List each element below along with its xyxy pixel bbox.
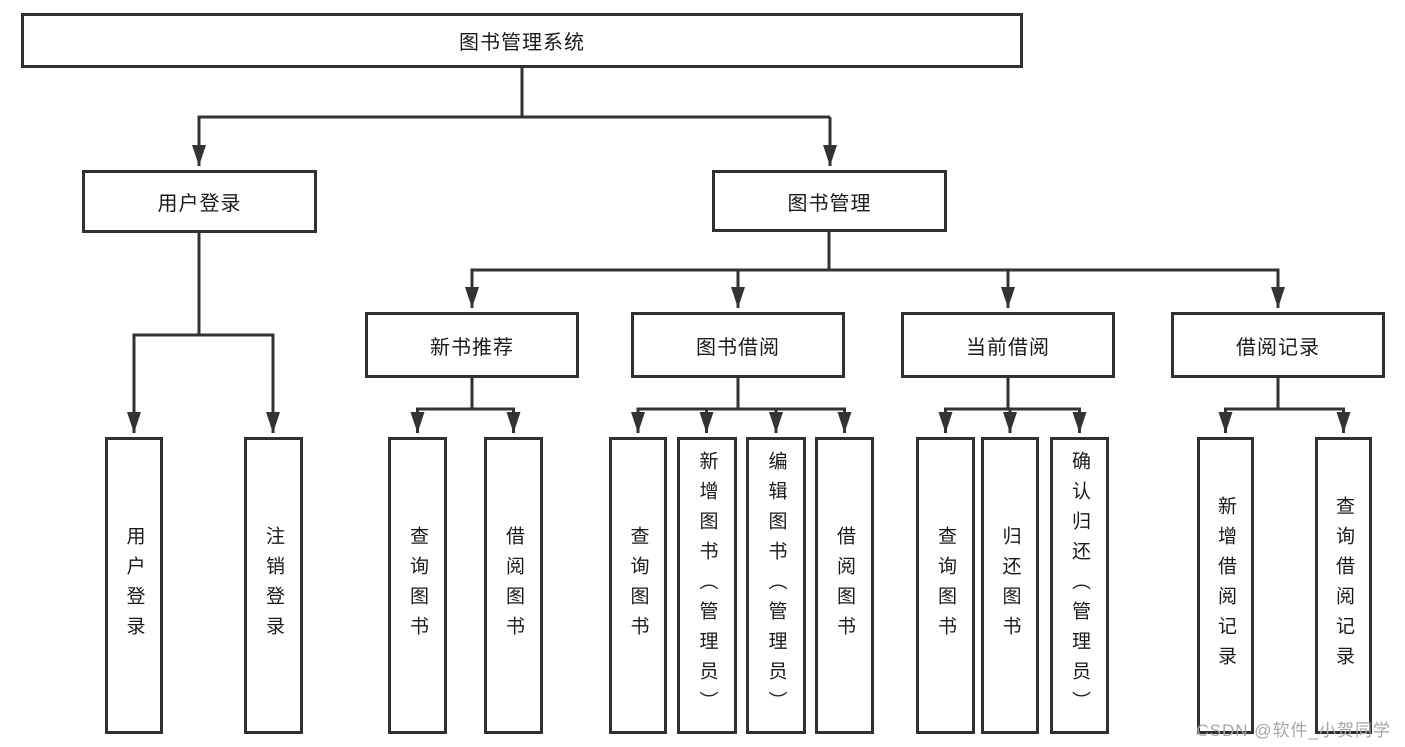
node-book-borrow: 图书借阅 xyxy=(631,312,845,378)
leaf-logout-label: 注销登录 xyxy=(263,525,284,646)
leaf-add-book-admin: 新增图书（管理员） xyxy=(677,437,737,734)
leaf-borrow-books-1: 借阅图书 xyxy=(484,437,543,734)
leaf-query-books-2-label: 查询图书 xyxy=(627,525,649,646)
node-user-login: 用户登录 xyxy=(82,170,317,233)
node-new-book-recommend-label: 新书推荐 xyxy=(430,336,514,359)
node-new-book-recommend: 新书推荐 xyxy=(365,312,579,378)
node-borrow-records-label: 借阅记录 xyxy=(1236,336,1320,359)
leaf-confirm-return-admin: 确认归还（管理员） xyxy=(1050,437,1109,734)
connector-book-borrow-split xyxy=(636,378,846,411)
leaf-return-book-label: 归还图书 xyxy=(999,525,1021,646)
leaf-user-login: 用户登录 xyxy=(105,437,163,734)
node-book-borrow-label: 图书借阅 xyxy=(696,336,780,359)
leaf-add-book-admin-label: 新增图书（管理员） xyxy=(696,450,718,721)
connector-root-split xyxy=(197,68,830,119)
leaf-return-book: 归还图书 xyxy=(981,437,1039,734)
leaf-borrow-books-2: 借阅图书 xyxy=(815,437,874,734)
node-current-borrow-label: 当前借阅 xyxy=(966,336,1050,359)
node-book-management: 图书管理 xyxy=(712,170,947,232)
leaf-user-login-label: 用户登录 xyxy=(123,525,145,646)
leaf-query-books-3-label: 查询图书 xyxy=(935,525,956,646)
node-root: 图书管理系统 xyxy=(21,13,1023,68)
leaf-query-borrow-record: 查询借阅记录 xyxy=(1315,437,1372,734)
leaf-query-books-1-label: 查询图书 xyxy=(407,525,428,646)
node-user-login-label: 用户登录 xyxy=(157,193,242,215)
node-book-management-label: 图书管理 xyxy=(787,192,872,215)
leaf-edit-book-admin: 编辑图书（管理员） xyxy=(746,437,806,734)
node-root-label: 图书管理系统 xyxy=(459,32,585,54)
node-borrow-records: 借阅记录 xyxy=(1171,312,1385,378)
connector-borrow-records-split xyxy=(1224,378,1345,411)
leaf-logout: 注销登录 xyxy=(244,437,303,734)
leaf-add-borrow-record: 新增借阅记录 xyxy=(1197,437,1254,734)
leaf-borrow-books-1-label: 借阅图书 xyxy=(503,525,524,646)
leaf-query-books-3: 查询图书 xyxy=(916,437,975,734)
csdn-watermark: CSDN @软件_小贺同学 xyxy=(1196,721,1391,740)
leaf-query-books-1: 查询图书 xyxy=(388,437,447,734)
leaf-borrow-books-2-label: 借阅图书 xyxy=(834,525,855,646)
leaf-edit-book-admin-label: 编辑图书（管理员） xyxy=(765,450,787,721)
connector-current-borrow-split xyxy=(944,378,1081,411)
leaf-confirm-return-admin-label: 确认归还（管理员） xyxy=(1069,450,1090,721)
node-current-borrow: 当前借阅 xyxy=(901,312,1115,378)
connector-book-management-split xyxy=(470,232,1280,272)
leaf-query-borrow-record-label: 查询借阅记录 xyxy=(1333,495,1354,676)
leaf-query-books-2: 查询图书 xyxy=(609,437,667,734)
connector-new-book-split xyxy=(416,378,515,411)
leaf-add-borrow-record-label: 新增借阅记录 xyxy=(1215,495,1236,676)
connector-user-login-split xyxy=(132,233,275,337)
